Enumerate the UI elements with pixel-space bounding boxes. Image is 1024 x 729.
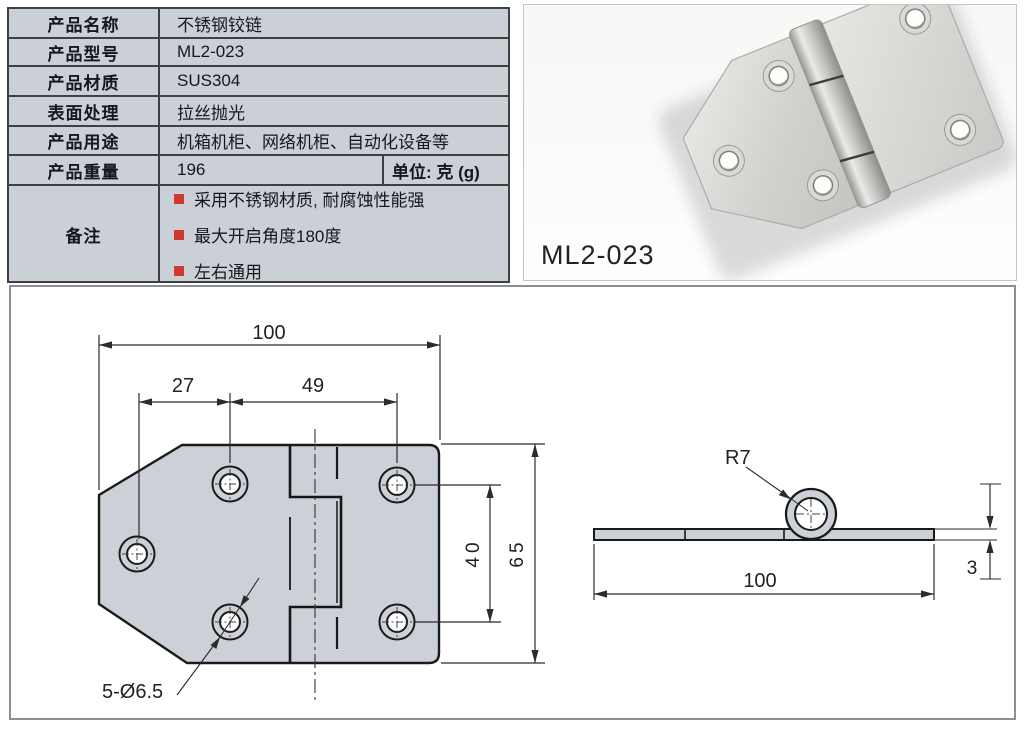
- remark-item: 最大开启角度180度: [174, 222, 508, 247]
- front-dimension-lines: [98, 335, 545, 696]
- side-view: R7 3 100: [593, 447, 1001, 600]
- front-dimension-arrows: [99, 341, 539, 663]
- bullet-square-icon: [174, 193, 184, 204]
- dim-hole-spacing-h: 49: [302, 375, 324, 397]
- remark-text: 最大开启角度180度: [194, 227, 342, 246]
- dim-total-width: 100: [252, 322, 285, 344]
- table-row: 产品名称 不锈钢铰链: [9, 9, 508, 39]
- hole-callout: 5-Ø6.5: [102, 681, 163, 703]
- dim-hole-spacing-v: 40: [463, 538, 484, 567]
- side-dimension-arrows: [594, 489, 994, 598]
- row-label: 表面处理: [9, 97, 160, 125]
- dim-thickness: 3: [967, 558, 978, 579]
- knuckle-step-line: [288, 445, 343, 662]
- row-label: 产品名称: [9, 9, 160, 37]
- row-label: 产品材质: [9, 67, 160, 95]
- hinge-photo-group: [682, 5, 1004, 230]
- remark-item: 左右通用: [174, 258, 508, 283]
- remark-item: 采用不锈钢材质, 耐腐蚀性能强: [174, 186, 508, 211]
- side-dimension-texts: R7 3 100: [725, 447, 977, 592]
- front-holes: [118, 465, 416, 641]
- front-plate-outline: [97, 443, 441, 665]
- front-view: 100 27 49 40 65 5-Ø6.5: [97, 322, 545, 703]
- table-row: 产品型号 ML2-023: [9, 39, 508, 67]
- row-value: SUS304: [177, 71, 241, 90]
- spec-table: 产品名称 不锈钢铰链 产品型号 ML2-023 产品材质 SUS304 表面处理…: [7, 7, 510, 283]
- remark-text: 采用不锈钢材质, 耐腐蚀性能强: [194, 191, 425, 210]
- table-row-remark: 备注 采用不锈钢材质, 耐腐蚀性能强 最大开启角度180度 左右通用: [9, 186, 508, 283]
- dim-length: 100: [743, 570, 776, 592]
- hinge-barrel: [789, 19, 891, 209]
- side-knuckle-pin-bore: [794, 497, 828, 531]
- table-row: 产品材质 SUS304: [9, 67, 508, 97]
- bullet-square-icon: [174, 265, 184, 276]
- front-dimension-texts: 100 27 49 40 65 5-Ø6.5: [102, 322, 528, 703]
- side-knuckle-crosshair: [796, 499, 826, 529]
- table-row-weight: 产品重量 196 单位: 克 (g): [9, 156, 508, 186]
- remark-label: 备注: [9, 186, 160, 283]
- table-row: 产品用途 机箱机柜、网络机柜、自动化设备等: [9, 127, 508, 156]
- product-photo: [658, 5, 1016, 280]
- bullet-square-icon: [174, 229, 184, 240]
- remark-text: 左右通用: [194, 263, 262, 282]
- table-row: 表面处理 拉丝抛光: [9, 97, 508, 127]
- row-value: 不锈钢铰链: [177, 15, 262, 35]
- photo-model-caption: ML2-023: [541, 240, 655, 270]
- row-value: ML2-023: [177, 42, 245, 61]
- side-plate: [593, 528, 935, 541]
- weight-unit-cell: 单位: 克 (g): [382, 156, 508, 184]
- row-label: 产品型号: [9, 39, 160, 65]
- dim-knuckle-radius: R7: [725, 447, 751, 469]
- knuckle-gap: [839, 150, 875, 163]
- product-photo-panel: ML2-023: [523, 4, 1017, 281]
- row-label: 产品重量: [9, 156, 160, 184]
- row-value: 拉丝抛光: [177, 103, 245, 123]
- hinge-holes: [712, 5, 977, 202]
- row-value: 机箱机柜、网络机柜、自动化设备等: [177, 133, 449, 152]
- dim-total-height: 65: [507, 538, 528, 567]
- technical-drawings: 100 27 49 40 65 5-Ø6.5: [97, 322, 1001, 703]
- row-value: 196: [177, 160, 206, 179]
- knuckle-gap: [809, 74, 844, 87]
- dim-hole-offset-left: 27: [172, 375, 194, 397]
- technical-drawing-box: 100 27 49 40 65 5-Ø6.5: [9, 285, 1016, 720]
- row-label: 产品用途: [9, 127, 160, 154]
- remark-list: 采用不锈钢材质, 耐腐蚀性能强 最大开启角度180度 左右通用: [160, 186, 508, 283]
